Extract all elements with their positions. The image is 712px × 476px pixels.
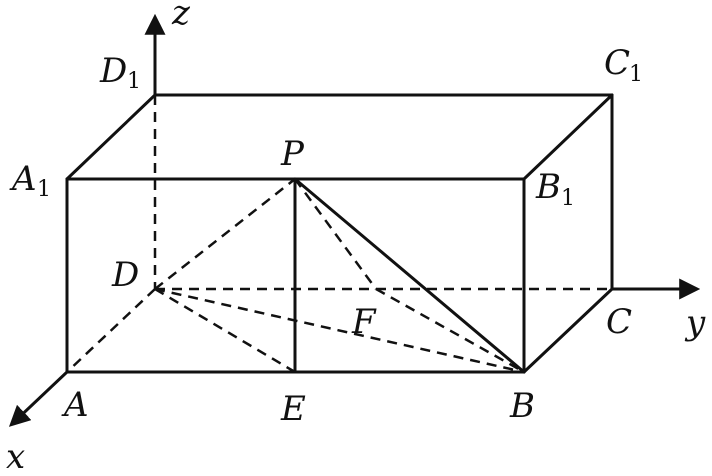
segment-D-E: [154, 287, 296, 374]
edge-A1-D1: [65, 93, 157, 181]
label-F: F: [351, 302, 377, 342]
label-D: D: [111, 255, 139, 295]
segment-P-F: [293, 178, 378, 290]
label-A1: A: [9, 159, 37, 199]
label-B1: B: [535, 167, 561, 207]
label-D1-sub: 1: [127, 69, 141, 94]
label-A: A: [61, 385, 89, 425]
edge-B-C: [522, 287, 614, 374]
label-z: z: [171, 0, 191, 33]
label-y: y: [684, 303, 706, 343]
label-A1-sub: 1: [37, 177, 51, 202]
label-B: B: [509, 386, 535, 426]
label-P: P: [280, 134, 305, 174]
edge-B1-C1: [522, 93, 614, 181]
segment-D-P: [154, 178, 296, 290]
label-C1: C: [604, 43, 630, 83]
segment-F-B: [375, 287, 525, 374]
label-E: E: [280, 389, 306, 429]
label-x: x: [6, 437, 25, 476]
x-axis: [8, 370, 69, 427]
label-C1-sub: 1: [629, 62, 643, 87]
edge-D-A: [66, 288, 156, 373]
segment-D-B: [154, 287, 525, 374]
label-B1-sub: 1: [561, 186, 575, 211]
label-C: C: [606, 302, 632, 342]
label-D1: D: [99, 51, 127, 91]
segment-P-B: [293, 177, 526, 374]
